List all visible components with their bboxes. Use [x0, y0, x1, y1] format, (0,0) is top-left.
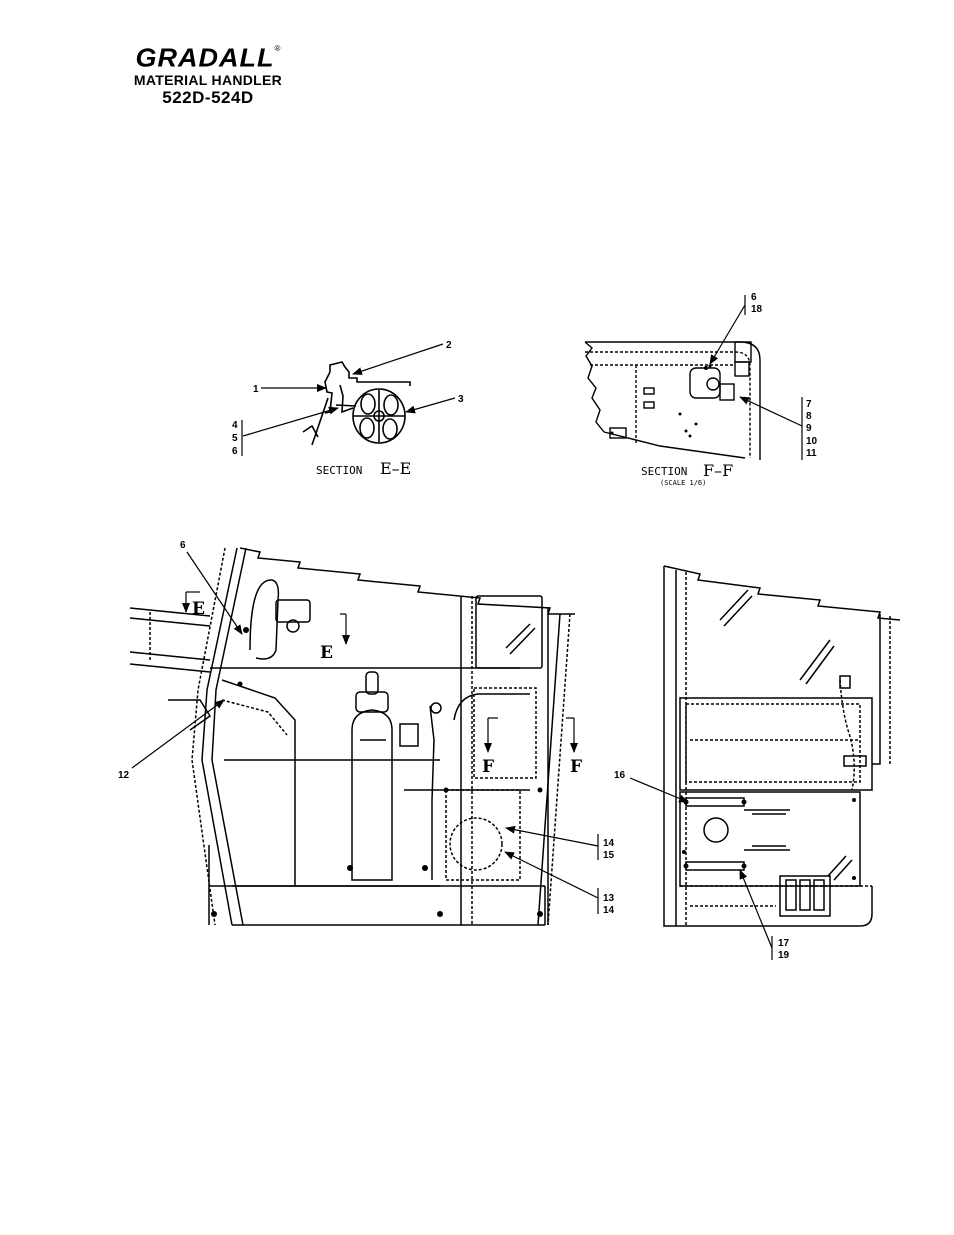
subtitle: MATERIAL HANDLER	[133, 72, 283, 88]
callout-19: 19	[778, 950, 790, 961]
callout-3: 3	[458, 394, 464, 405]
callout-14b: 14	[603, 905, 615, 916]
callout-7: 7	[806, 399, 812, 410]
callout-2: 2	[446, 340, 452, 351]
section-ee-title-letters: E–E	[380, 459, 411, 478]
callout-9: 9	[806, 423, 812, 434]
callout-6-ff: 6	[751, 292, 757, 303]
section-ff-view	[584, 341, 761, 460]
section-ff-scale: (SCALE 1/6)	[660, 479, 706, 487]
callout-15: 15	[603, 850, 615, 861]
callout-17: 17	[778, 938, 790, 949]
right-view-dots	[682, 798, 856, 880]
callout-6: 6	[232, 446, 238, 457]
brand-logo: GRADALL®	[108, 44, 308, 72]
section-ee-title-prefix: SECTION	[316, 464, 362, 477]
section-ff-leaders	[709, 295, 803, 460]
section-mark-f1: F	[482, 757, 494, 777]
callout-8: 8	[806, 411, 812, 422]
registered-mark: ®	[274, 44, 281, 53]
model-number: 522D-524D	[162, 88, 254, 107]
callout-14a: 14	[603, 838, 615, 849]
brand-name: GRADALL	[135, 43, 275, 73]
section-ee-view	[302, 361, 411, 446]
section-mark-e2: E	[320, 643, 333, 663]
callout-1: 1	[253, 384, 259, 395]
callout-16: 16	[614, 770, 626, 781]
callout-5: 5	[232, 433, 238, 444]
section-mark-e1: E	[192, 599, 205, 619]
section-mark-f2: F	[570, 757, 582, 777]
section-ee-leaders	[241, 343, 456, 456]
left-view-dots	[211, 627, 543, 917]
callout-4: 4	[232, 420, 238, 431]
callout-12: 12	[118, 770, 130, 781]
callout-13: 13	[603, 893, 615, 904]
left-cab-view	[129, 547, 575, 926]
right-cab-view	[663, 565, 901, 927]
callout-6-left: 6	[180, 540, 186, 551]
section-ff-dots	[610, 364, 712, 438]
section-ff-title-letters: F–F	[703, 461, 733, 480]
header-block: GRADALL® MATERIAL HANDLER 522D-524D	[108, 44, 308, 108]
section-ff-title-prefix: SECTION	[641, 465, 687, 478]
right-view-leaders	[629, 777, 773, 960]
callout-11: 11	[806, 448, 817, 459]
left-view-leaders	[131, 551, 599, 914]
callout-10: 10	[806, 436, 818, 447]
callout-18: 18	[751, 304, 763, 315]
